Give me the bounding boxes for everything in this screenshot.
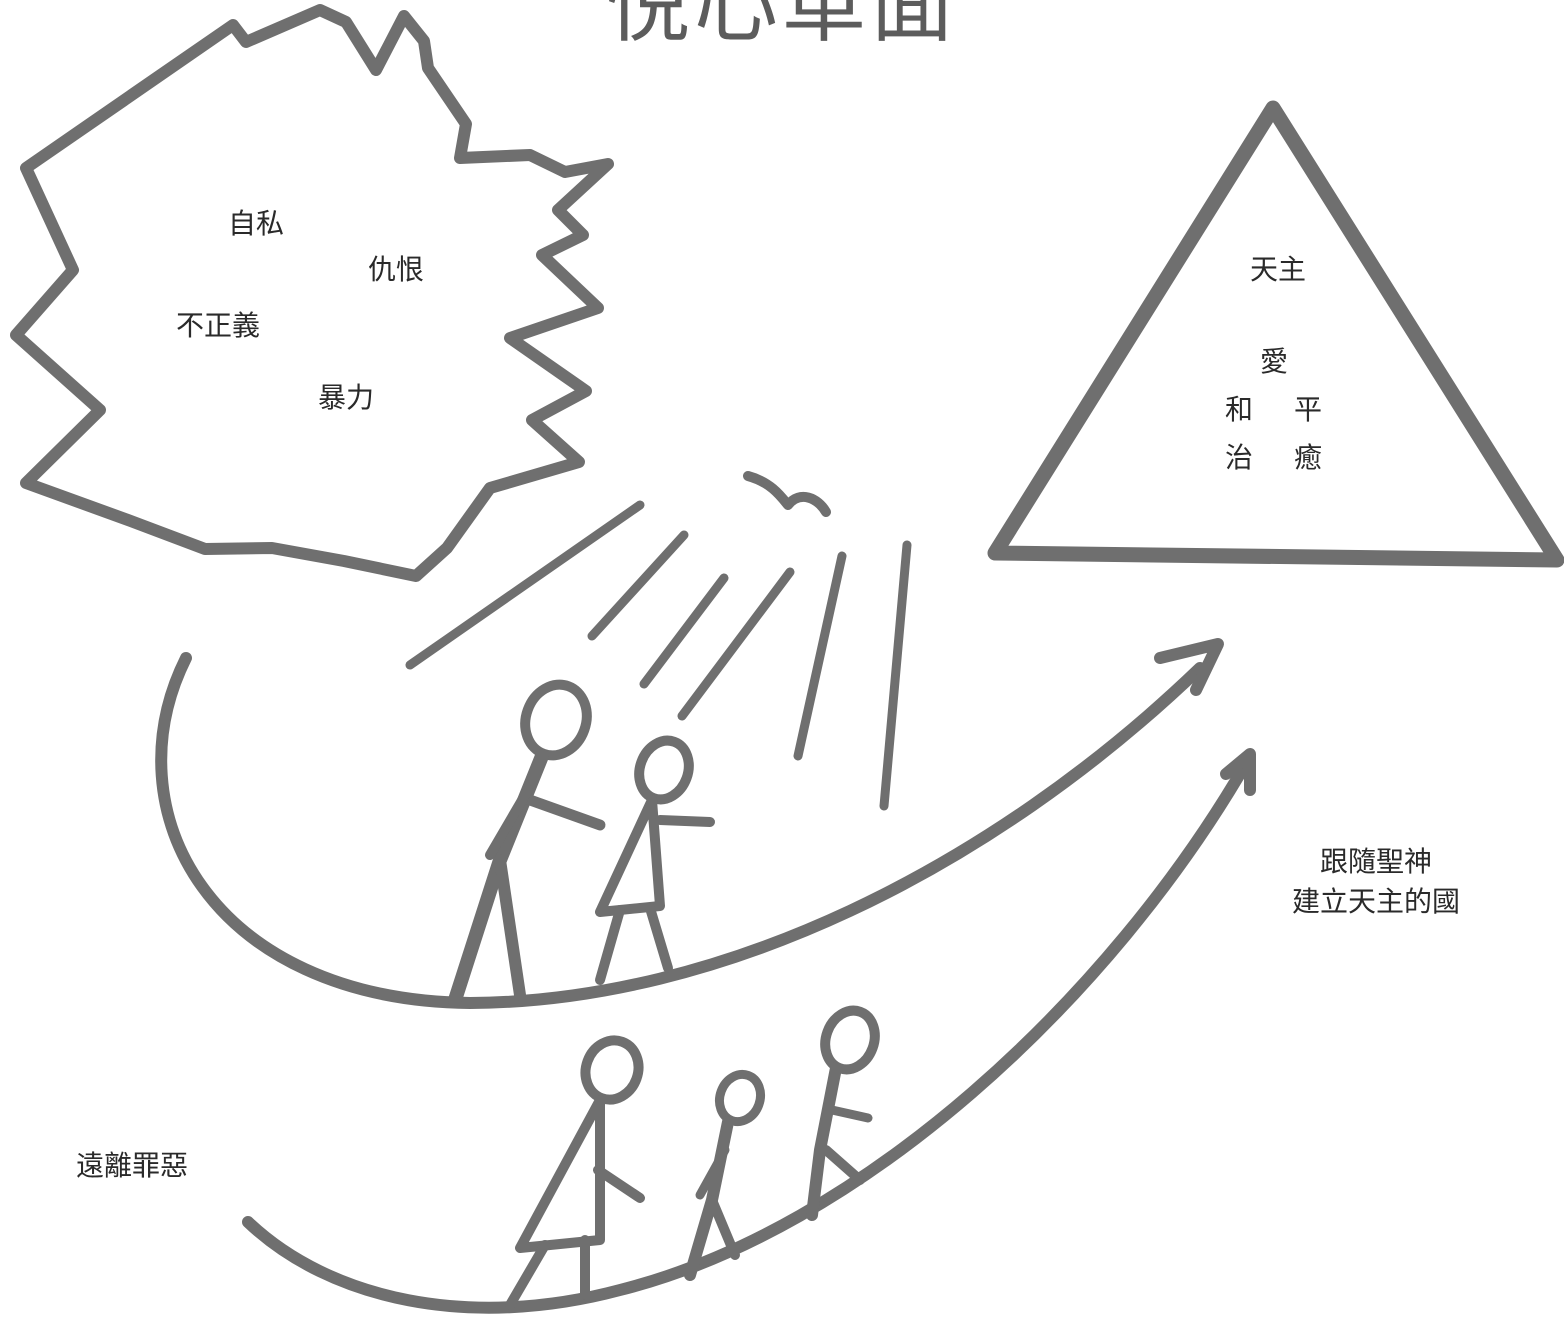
triangle-word-love: 愛: [1260, 345, 1289, 378]
walking-people-icon: [448, 679, 880, 1310]
triangle-word-god: 天主: [1250, 253, 1307, 286]
lower-arrow-head: [1220, 748, 1256, 796]
sin-word-violence: 暴力: [318, 381, 375, 414]
god-triangle-shape: [987, 100, 1564, 568]
caption-build-kingdom: 建立天主的國: [1291, 885, 1460, 918]
upper-path-arrow-icon: [155, 652, 1206, 1009]
light-rays-icon: [405, 500, 912, 811]
triangle-word-peace-1: 和: [1225, 393, 1254, 426]
sin-word-injustice: 不正義: [176, 309, 261, 342]
caption-leave-sin: 遠離罪惡: [76, 1149, 189, 1182]
triangle-word-healing-1: 治: [1225, 441, 1254, 474]
upper-arrow-head: [1154, 638, 1224, 696]
diagram-title: 悦心革面: [605, 0, 958, 54]
sin-word-hatred: 仇恨: [368, 253, 425, 286]
dove-icon: [743, 471, 831, 517]
triangle-word-peace-2: 平: [1294, 393, 1323, 426]
triangle-word-healing-2: 癒: [1294, 441, 1323, 474]
lower-path-arrow-icon: [242, 754, 1254, 1314]
sin-word-selfishness: 自私: [228, 207, 285, 240]
sin-cloud-shape: [10, 4, 614, 582]
caption-follow-spirit: 跟隨聖神: [1319, 845, 1432, 878]
